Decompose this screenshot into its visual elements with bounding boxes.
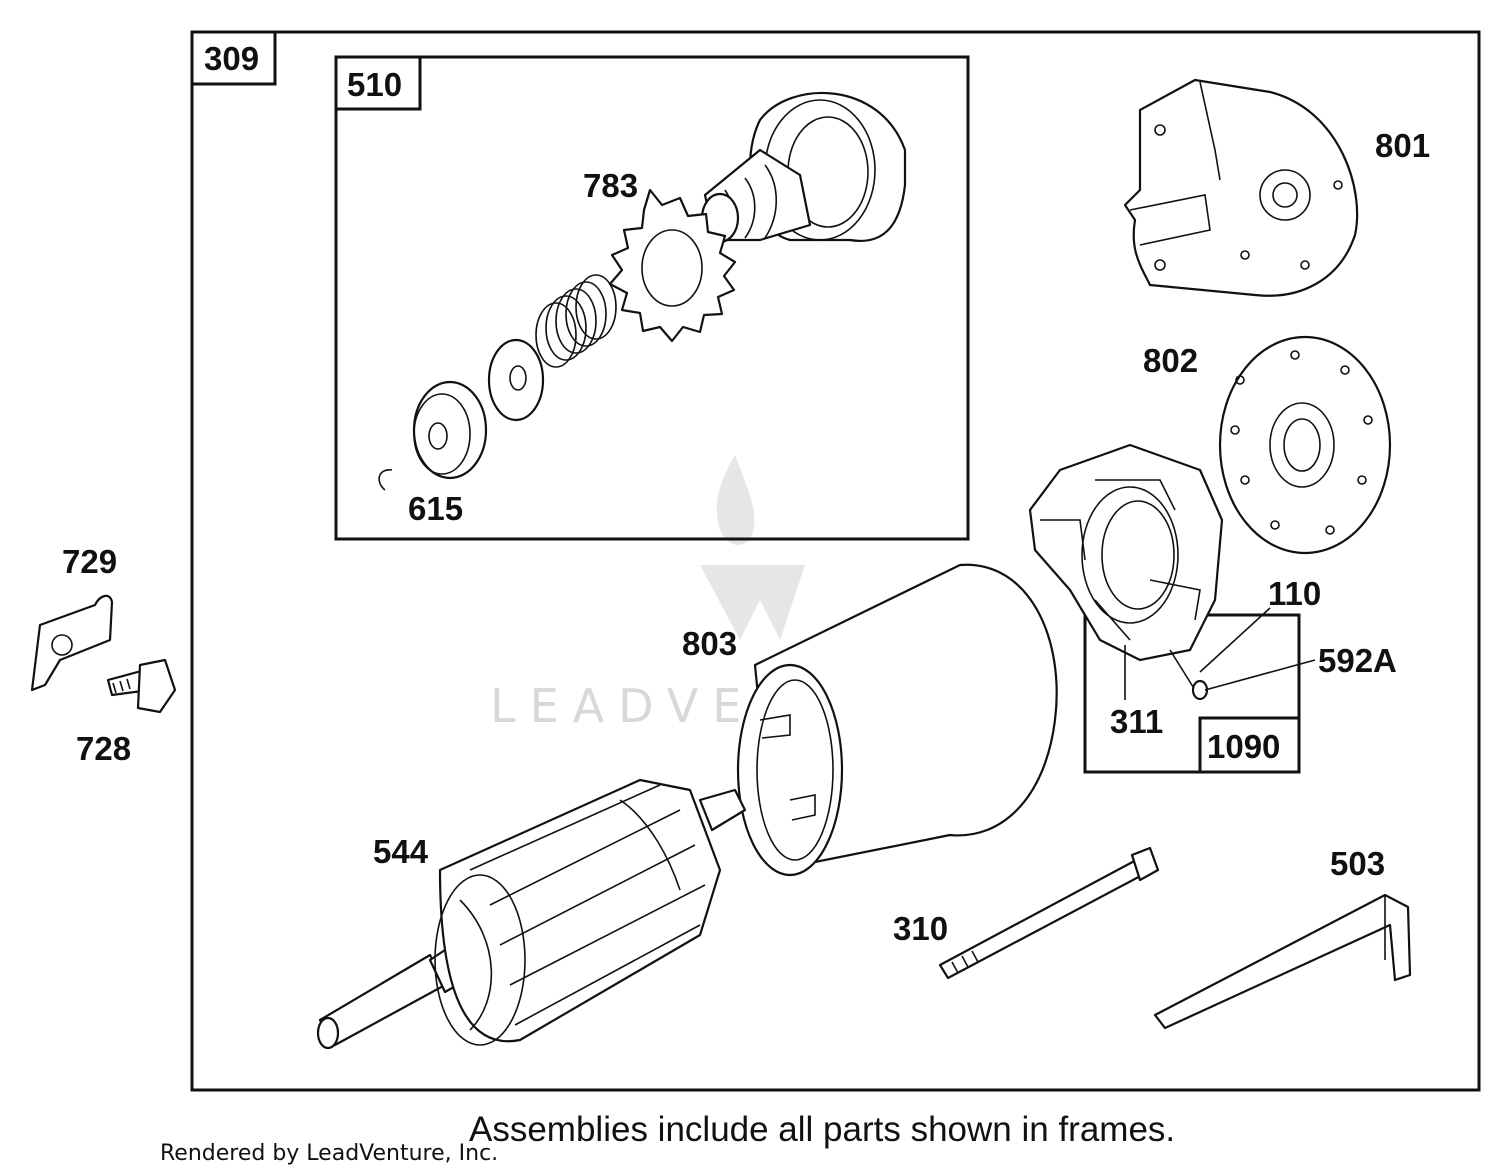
- leader-592a: [1204, 659, 1316, 691]
- stop-collar: [412, 380, 488, 480]
- frame-label-1090: 1090: [1207, 728, 1280, 765]
- washer: [487, 338, 545, 422]
- part-label-803: 803: [682, 625, 737, 662]
- spring: [535, 274, 617, 368]
- render-credit: Rendered by LeadVenture, Inc.: [160, 1141, 498, 1166]
- part-label-310: 310: [893, 910, 948, 947]
- brush-holder: [1028, 443, 1224, 701]
- part-label-592a: 592A: [1318, 642, 1397, 679]
- assembly-note: Assemblies include all parts shown in fr…: [469, 1110, 1175, 1149]
- strap-503: [1153, 893, 1412, 1030]
- assembly-frame-510: [334, 55, 970, 541]
- retaining-ring-615: [378, 469, 393, 491]
- through-bolt-310: [938, 846, 1160, 980]
- part-label-729: 729: [62, 543, 117, 580]
- part-label-311: 311: [1110, 703, 1163, 740]
- frame-tag-309: [190, 30, 277, 86]
- drive-housing: [700, 92, 907, 244]
- frame-tag-1090: [1198, 716, 1301, 774]
- mounting-bracket-801: [1123, 78, 1359, 297]
- frame-label-510: 510: [347, 66, 402, 103]
- part-label-503: 503: [1330, 845, 1385, 882]
- armature-544: [316, 778, 747, 1050]
- part-label-544: 544: [373, 833, 429, 870]
- part-label-783: 783: [583, 167, 638, 204]
- frame-label-309: 309: [204, 40, 259, 77]
- part-label-801: 801: [1375, 127, 1430, 164]
- part-label-802: 802: [1143, 342, 1198, 379]
- assembly-frame-309: [190, 30, 1481, 1092]
- clip-729: [30, 594, 114, 692]
- end-plate-802: [1218, 335, 1392, 555]
- leader-110: [1199, 607, 1271, 673]
- part-label-615: 615: [408, 490, 463, 527]
- screw-728: [106, 658, 177, 714]
- frame-tag-510: [334, 55, 422, 111]
- part-label-110: 110: [1268, 575, 1321, 612]
- part-label-728: 728: [76, 730, 131, 767]
- motor-housing-803: [736, 563, 1058, 877]
- pinion-gear-783: [608, 188, 737, 343]
